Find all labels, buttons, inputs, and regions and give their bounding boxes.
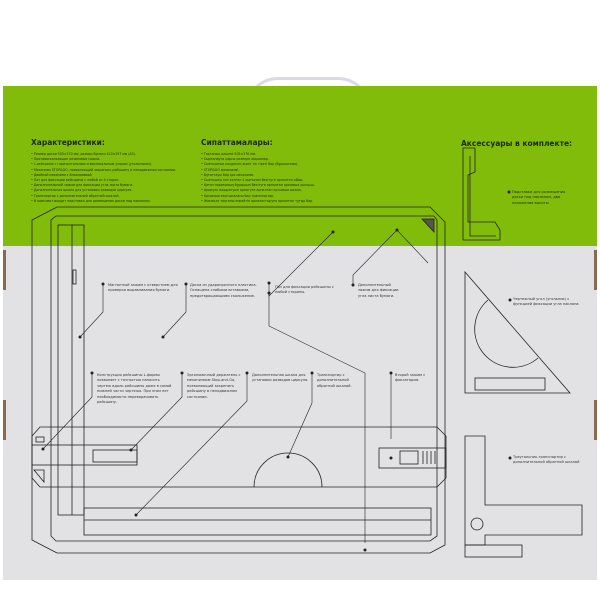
feature-item: Циркуль ажыратуын орнатуға арналған қосы…	[201, 188, 331, 193]
feature-item: Бұғаттауы бар қос механизм.	[201, 173, 331, 178]
callout-holder: Эргономичный держатель с механизмом Stop…	[187, 373, 241, 399]
feature-item: Транспортир с дополнительной обратной шк…	[31, 194, 181, 199]
side-tab	[594, 400, 597, 440]
feature-item: В комплект входит подставка для размещен…	[31, 199, 181, 204]
accessory-stand-label: Подставки для размещения доски под накло…	[512, 190, 566, 205]
callout-compass-scale: Дополнительная шкала для установки разво…	[252, 373, 309, 383]
feature-item: Двойной механизм с блокировкой.	[31, 173, 181, 178]
feature-item: Сызғышты кез келген 4 жағынан бекітуге а…	[201, 178, 331, 183]
feature-item: STOP&GO механизмі.	[201, 168, 331, 173]
feature-item: Паз для фиксации рейсшины с любой из 4 с…	[31, 178, 181, 183]
features-kz-list: Тақтаның өлшемі 505×370 мм.Сырғанауға қа…	[201, 152, 331, 204]
accessory-protractor-label: Треугольник-транспортир с дополнительной…	[513, 455, 580, 465]
feature-item: Дополнительный зажим для фиксации угла л…	[31, 183, 181, 188]
feature-item: Противоскользящие резиновые ножки.	[31, 157, 181, 162]
feature-item: Размер доски 505×370 мм, размер бумаги 4…	[31, 152, 181, 157]
callout-magnetic-clamp: Магнитный зажим с отверстием для проверк…	[108, 283, 178, 293]
features-ru-title: Характеристики:	[31, 138, 105, 147]
feature-item: Тақтаның өлшемі 505×370 мм.	[201, 152, 331, 157]
feature-item: L-рейсшина с горизонтальным и вертикальн…	[31, 162, 181, 167]
callout-board: Доска из ударопрочного пластика. Оснащен…	[190, 283, 257, 298]
feature-item: Қосымша кері шкаласы бар транспортир.	[201, 194, 331, 199]
callout-second-clamp: Второй зажим с фиксатором.	[395, 373, 426, 383]
accessory-triangle-label: Чертежный угол (угольник) с функцией фик…	[513, 297, 579, 307]
callout-protractor: Транспортир с дополнительной обратной шк…	[317, 373, 352, 388]
callout-l-ruler: Конструкция рейсшины L-формы позволяет с…	[97, 373, 172, 405]
side-tab	[3, 400, 6, 440]
feature-item: Дополнительная шкала для установки разво…	[31, 188, 181, 193]
feature-item: Механизм STOP&GO, позволяющий закрепить …	[31, 168, 181, 173]
feature-item: Қағаз парағының бұрышын бекітуге арналға…	[201, 183, 331, 188]
side-tab	[594, 250, 597, 290]
feature-item: Сырғанауға қарсы резеңке аяқшалар.	[201, 157, 331, 162]
callout-extra-clamp: Дополнительный зажим для фиксации угла л…	[358, 283, 399, 298]
feature-item: Сызғыштың көлденең және тік тірегі бар (…	[201, 162, 331, 167]
features-kz-title: Сипаттамалары:	[201, 138, 273, 147]
callout-groove: Паз для фиксации рейсшины с любой сторон…	[275, 285, 334, 295]
side-tab	[3, 250, 6, 290]
accessories-title: Аксессуары в комплекте:	[461, 139, 573, 148]
feature-item: Жинақта тақтаны еңкейтіп орналастыруға а…	[201, 199, 331, 204]
features-ru-list: Размер доски 505×370 мм, размер бумаги 4…	[31, 152, 181, 204]
